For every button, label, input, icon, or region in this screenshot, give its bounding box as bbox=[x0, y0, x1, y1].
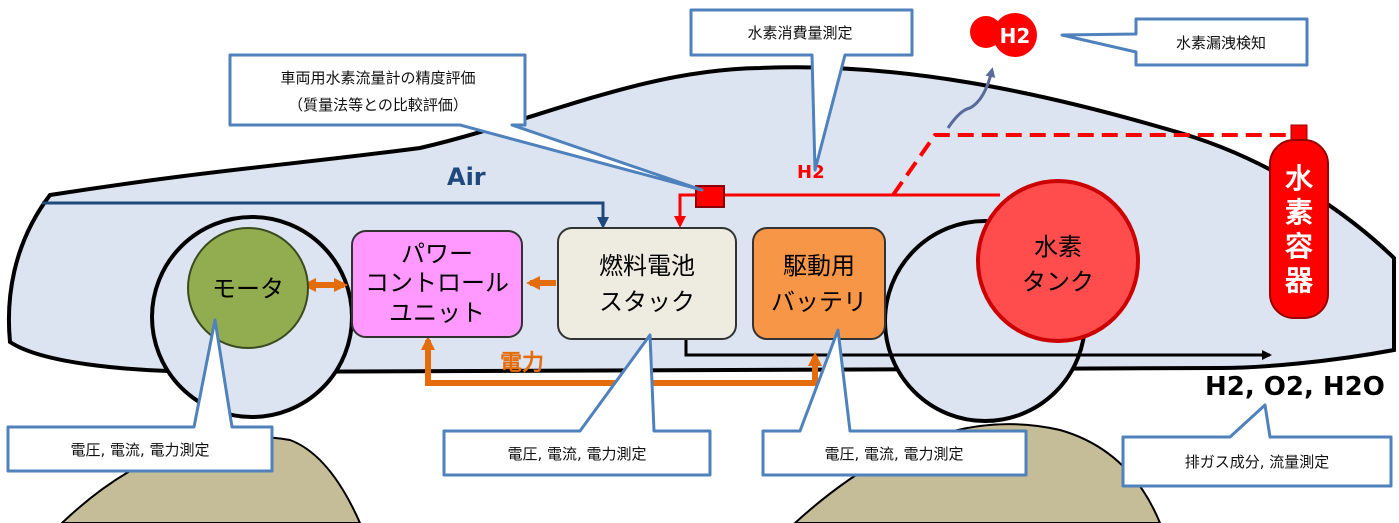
callout-leak-text: 水素漏洩検知 bbox=[1176, 34, 1266, 52]
pcu-label-line2: コントロール bbox=[365, 269, 509, 297]
callout-stack bbox=[442, 333, 712, 477]
pcu-label-line3: ユニット bbox=[389, 299, 485, 327]
callout-consumption-text: 水素消費量測定 bbox=[747, 24, 852, 42]
callout-motor-text: 電圧, 電流, 電力測定 bbox=[70, 441, 209, 459]
h2-line-label: H2 bbox=[797, 162, 825, 183]
cylinder-valve bbox=[1290, 124, 1308, 142]
exhaust-label: H2, O2, H2O bbox=[1205, 372, 1385, 402]
drive-battery bbox=[752, 227, 886, 340]
pcu-label-line1: パワー bbox=[401, 240, 473, 268]
cylinder-char-4: 器 bbox=[1284, 264, 1314, 297]
hydrogen-tank bbox=[976, 179, 1140, 343]
h2-molecule-label: H2 bbox=[1000, 24, 1031, 48]
h2-tank-label-line1: 水素 bbox=[1034, 233, 1082, 261]
leak-squiggle-arrow bbox=[946, 67, 996, 129]
motor-circle bbox=[187, 227, 309, 349]
h2-tank-label-line2: タンク bbox=[1022, 268, 1094, 296]
hydrogen-flowmeter bbox=[695, 185, 725, 208]
air-flow-line bbox=[42, 201, 609, 229]
cylinder-char-2: 素 bbox=[1285, 196, 1313, 229]
cylinder-char-3: 容 bbox=[1285, 230, 1313, 263]
callout-stack-text: 電圧, 電流, 電力測定 bbox=[507, 445, 646, 463]
h2-line-label-text: H2 bbox=[797, 162, 825, 183]
battery-label-line1: 駆動用 bbox=[783, 252, 855, 280]
power-label: 電力 bbox=[500, 351, 544, 376]
callout-consumption bbox=[689, 8, 914, 172]
cylinder-char-1: 水 bbox=[1285, 162, 1314, 195]
h2-line-to-cylinder bbox=[891, 133, 1300, 197]
callout-exhaust-text: 排ガス成分, 流量測定 bbox=[1185, 453, 1330, 471]
h2-molecule-atom-right bbox=[993, 13, 1037, 57]
air-label: Air bbox=[447, 163, 486, 191]
fc-stack-label-line1: 燃料電池 bbox=[599, 252, 695, 280]
callout-battery-text: 電圧, 電流, 電力測定 bbox=[824, 445, 963, 463]
callout-exhaust bbox=[1121, 403, 1393, 488]
callout-flowmeter-line2: （質量法等との比較評価） bbox=[288, 96, 468, 114]
callout-leak bbox=[1060, 17, 1309, 67]
motor-label: モータ bbox=[212, 275, 284, 303]
callout-battery bbox=[761, 328, 1028, 477]
hydrogen-cylinder bbox=[1269, 139, 1329, 319]
power-control-unit bbox=[351, 230, 523, 338]
battery-label-line2: バッテリ bbox=[771, 288, 867, 316]
callout-motor bbox=[6, 318, 274, 473]
callout-flowmeter bbox=[228, 53, 704, 192]
fc-stack-label-line2: スタック bbox=[599, 288, 695, 316]
fuel-cell-stack bbox=[557, 227, 737, 340]
callout-flowmeter-line1: 車両用水素流量計の精度評価 bbox=[280, 69, 475, 87]
